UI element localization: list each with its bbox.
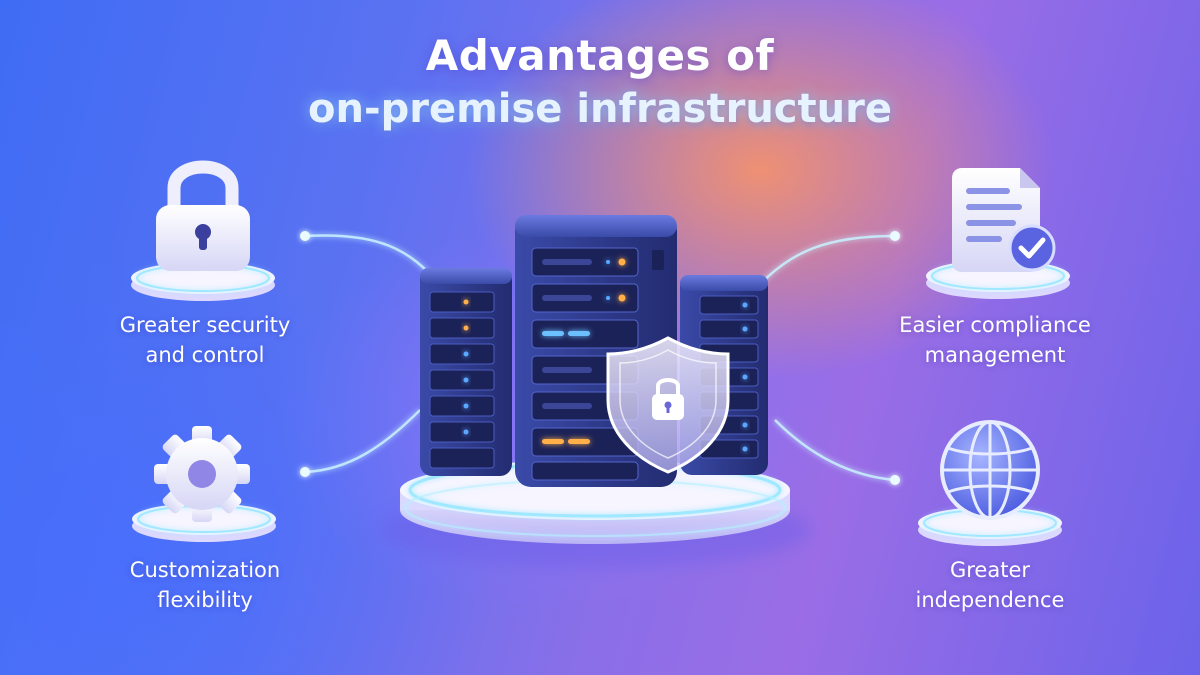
- connector-dot: [300, 231, 310, 241]
- label-customization-line-1: Customization: [129, 558, 281, 582]
- connector-dot: [890, 231, 900, 241]
- connector-dot: [890, 475, 900, 485]
- label-customization: Customization flexibility: [80, 555, 330, 615]
- label-security-line-2: and control: [145, 343, 265, 367]
- label-security-line-1: Greater security: [119, 313, 291, 337]
- gear-icon: [154, 426, 250, 522]
- center-pedestal: [380, 460, 810, 568]
- document-check-icon: [952, 168, 1056, 272]
- label-compliance-line-1: Easier compliance: [899, 313, 1091, 337]
- globe-icon: [940, 420, 1040, 520]
- connector-customization: [304, 409, 421, 474]
- label-security: Greater security and control: [80, 310, 330, 370]
- title-line-1: Advantages of: [425, 31, 775, 80]
- label-compliance: Easier compliance management: [855, 310, 1135, 370]
- label-independence-line-1: Greater: [949, 558, 1031, 582]
- title-line-2: on-premise infrastructure: [308, 86, 892, 132]
- padlock-icon: [156, 160, 250, 271]
- label-independence-line-2: independence: [915, 588, 1065, 612]
- connector-compliance: [754, 234, 896, 291]
- label-customization-line-2: flexibility: [157, 588, 253, 612]
- connector-independence: [774, 419, 896, 482]
- pedestal-independence: [918, 507, 1062, 546]
- label-compliance-line-2: management: [924, 343, 1066, 367]
- server-rack-shield-icon: [420, 215, 768, 487]
- server-rack-left: [420, 268, 512, 476]
- connector-security: [304, 234, 441, 286]
- page-title: Advantages of on-premise infrastructure: [0, 30, 1200, 136]
- shield-lock-icon: [606, 336, 730, 474]
- label-independence: Greater independence: [855, 555, 1125, 615]
- connector-dot: [300, 467, 310, 477]
